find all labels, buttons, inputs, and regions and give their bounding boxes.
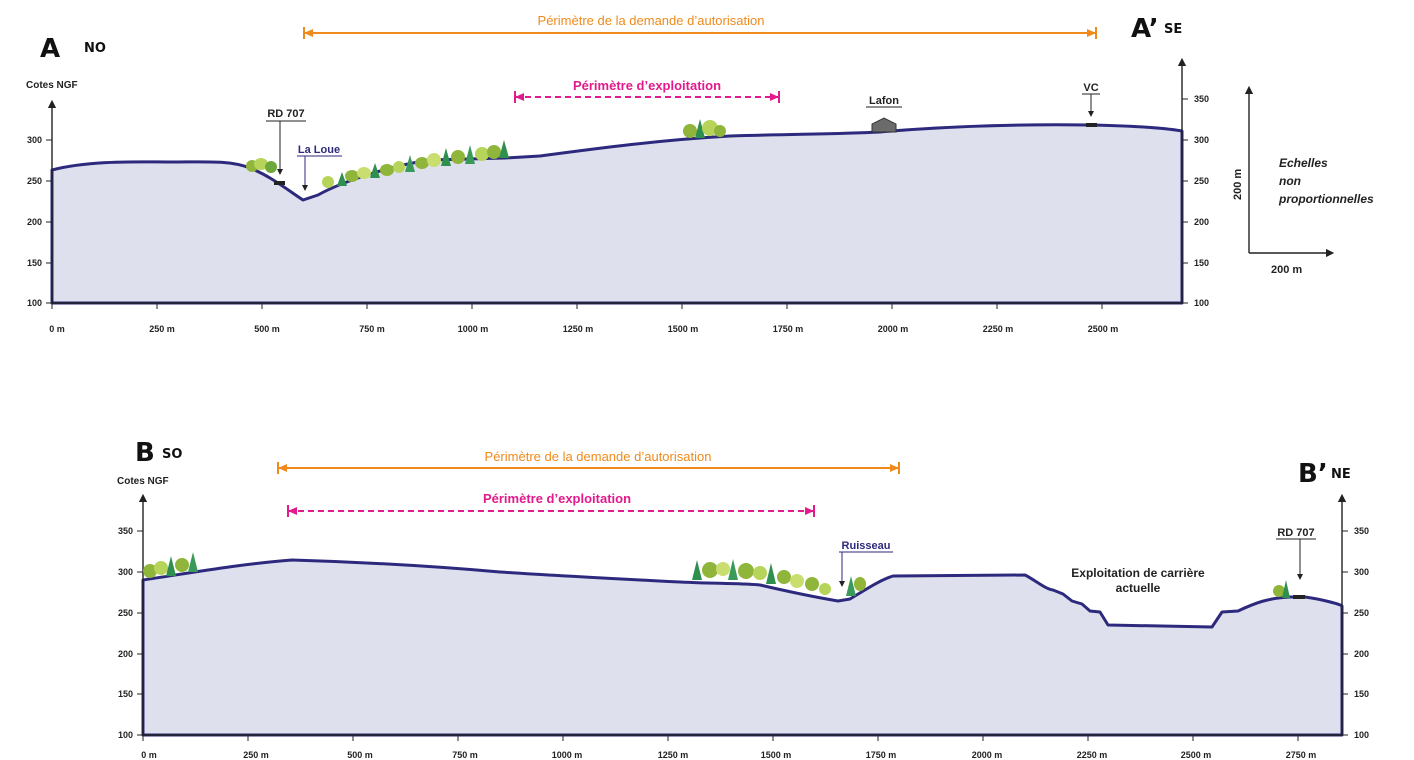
profile-a-y-tick-label: 150: [27, 258, 42, 268]
profile-a-y-tick-label: 100: [1194, 298, 1209, 308]
profile-b-end-letter: B’: [1298, 459, 1328, 489]
profile-a-y-tick-label: 250: [27, 176, 42, 186]
profile-b-y-tick-label: 300: [1354, 567, 1369, 577]
profile-b-x-tick-label: 750 m: [452, 750, 478, 760]
profile-a-y-tick-label: 300: [1194, 135, 1209, 145]
profile-b-left-y-ticks: [137, 530, 143, 736]
profile-a-x-tick-label: 1000 m: [458, 324, 489, 334]
profile-b-x-tick-label: 500 m: [347, 750, 373, 760]
profile-b-start-letter: B: [135, 438, 155, 468]
scale-legend: 200 m 200 m Echelles non proportionnelle…: [1232, 85, 1374, 276]
profile-b-y-tick-label: 350: [1354, 526, 1369, 536]
profile-a-y-tick-label: 100: [27, 298, 42, 308]
profile-b-x-tick-label: 0 m: [141, 750, 157, 760]
profile-b-perimetre-exploitation-arrow: [287, 505, 815, 517]
profile-a-road-marker: [274, 181, 285, 185]
profile-b-carriere-label-line2: actuelle: [1116, 581, 1161, 595]
profile-b-y-tick-label: 300: [118, 567, 133, 577]
profile-a-x-tick-label: 750 m: [359, 324, 385, 334]
profile-b-y-tick-label: 200: [118, 649, 133, 659]
profile-b-y-tick-label: 150: [1354, 689, 1369, 699]
profile-b-y-axis-title: Cotes NGF: [117, 476, 169, 487]
scale-horizontal-label: 200 m: [1271, 264, 1302, 276]
profile-a-trees-slope: [322, 140, 509, 188]
profile-b-road-marker: [1293, 595, 1305, 599]
profile-a-rd707-label: RD 707: [267, 108, 304, 120]
profile-a-y-tick-label: 200: [27, 217, 42, 227]
profile-a-x-tick-label: 1750 m: [773, 324, 804, 334]
profile-a-x-tick-label: 2500 m: [1088, 324, 1119, 334]
profile-a-perimetre-demande-arrow: [303, 27, 1097, 39]
profile-a-x-tick-label: 2250 m: [983, 324, 1014, 334]
profile-a-y-axis-title: Cotes NGF: [26, 80, 78, 91]
profile-a-perimetre-exploitation-label: Périmètre d’exploitation: [573, 78, 721, 93]
profile-a-x-tick-label: 1500 m: [668, 324, 699, 334]
scale-note-line2: non: [1279, 174, 1301, 188]
profile-a-y-tick-label: 300: [27, 135, 42, 145]
profile-b-trees-right: [1273, 580, 1290, 598]
profile-b-x-tick-label: 1250 m: [658, 750, 689, 760]
profile-a-left-y-ticks: [46, 139, 52, 304]
profile-b-y-tick-label: 100: [118, 730, 133, 740]
profile-b-rd707-label: RD 707: [1277, 527, 1314, 539]
profile-a-trees-left: [246, 158, 277, 173]
profile-b-ruisseau-label: Ruisseau: [842, 540, 891, 552]
profile-b-perimetre-exploitation-label: Périmètre d’exploitation: [483, 491, 631, 506]
profile-a-x-ticks: [51, 303, 1103, 309]
profile-a-start-letter: A: [40, 34, 60, 64]
profile-a-vc-label: VC: [1083, 82, 1098, 94]
profile-b-terrain: [141, 558, 1344, 737]
profile-a: 0 m 250 m 500 m 750 m 1000 m 1250 m 1500…: [26, 13, 1209, 334]
profile-a-trees-right: [683, 119, 726, 138]
profile-b-x-ticks: [142, 735, 1299, 741]
profile-b-trees-middle: [692, 559, 866, 596]
profile-a-y-tick-label: 350: [1194, 94, 1209, 104]
profile-a-perimetre-demande-label: Périmètre de la demande d’autorisation: [538, 13, 765, 28]
profile-b-right-y-ticks: [1342, 530, 1348, 736]
scale-vertical-label: 200 m: [1232, 169, 1244, 200]
profile-b-end-direction: NE: [1331, 467, 1351, 482]
profile-a-y-tick-label: 150: [1194, 258, 1209, 268]
scale-note-line1: Echelles: [1279, 156, 1328, 170]
profile-b-perimetre-demande-label: Périmètre de la demande d’autorisation: [485, 449, 712, 464]
profile-a-x-tick-label: 500 m: [254, 324, 280, 334]
profile-a-start-direction: NO: [84, 41, 106, 56]
profile-b-y-tick-label: 250: [1354, 608, 1369, 618]
profile-a-y-tick-label: 200: [1194, 217, 1209, 227]
profile-a-lafon-label: Lafon: [869, 95, 899, 107]
profile-a-right-y-ticks: [1182, 98, 1188, 304]
profile-b-x-tick-label: 2750 m: [1286, 750, 1317, 760]
profile-a-x-tick-label: 0 m: [49, 324, 65, 334]
profile-b-x-tick-label: 2500 m: [1181, 750, 1212, 760]
profile-b-trees-left: [143, 552, 198, 578]
profile-b-start-direction: SO: [162, 447, 182, 462]
profile-a-end-letter: A’: [1131, 14, 1159, 44]
profile-b-x-tick-label: 1750 m: [866, 750, 897, 760]
profile-a-x-tick-label: 1250 m: [563, 324, 594, 334]
profile-a-terrain: [50, 123, 1184, 305]
profile-b-x-tick-label: 250 m: [243, 750, 269, 760]
profile-b-y-tick-label: 200: [1354, 649, 1369, 659]
profile-a-road-marker: [1086, 123, 1097, 127]
profile-b-perimetre-demande-arrow: [277, 462, 900, 474]
profile-b-y-tick-label: 250: [118, 608, 133, 618]
scale-note-line3: proportionnelles: [1278, 192, 1374, 206]
profile-b: 0 m 250 m 500 m 750 m 1000 m 1250 m 1500…: [117, 438, 1369, 760]
profile-b-x-tick-label: 1500 m: [761, 750, 792, 760]
profile-b-x-tick-label: 2000 m: [972, 750, 1003, 760]
profile-a-x-tick-label: 250 m: [149, 324, 175, 334]
profile-a-end-direction: SE: [1164, 22, 1182, 37]
profile-a-y-tick-label: 250: [1194, 176, 1209, 186]
profile-a-perimetre-exploitation-arrow: [514, 91, 780, 103]
profile-a-x-tick-label: 2000 m: [878, 324, 909, 334]
profile-b-carriere-label-line1: Exploitation de carrière: [1071, 566, 1205, 580]
profile-b-y-tick-label: 100: [1354, 730, 1369, 740]
profile-b-x-tick-label: 1000 m: [552, 750, 583, 760]
profile-b-x-tick-label: 2250 m: [1077, 750, 1108, 760]
profile-a-la-loue-label: La Loue: [298, 144, 340, 156]
profile-b-y-tick-label: 150: [118, 689, 133, 699]
profile-b-y-tick-label: 350: [118, 526, 133, 536]
house-icon: [871, 117, 897, 133]
